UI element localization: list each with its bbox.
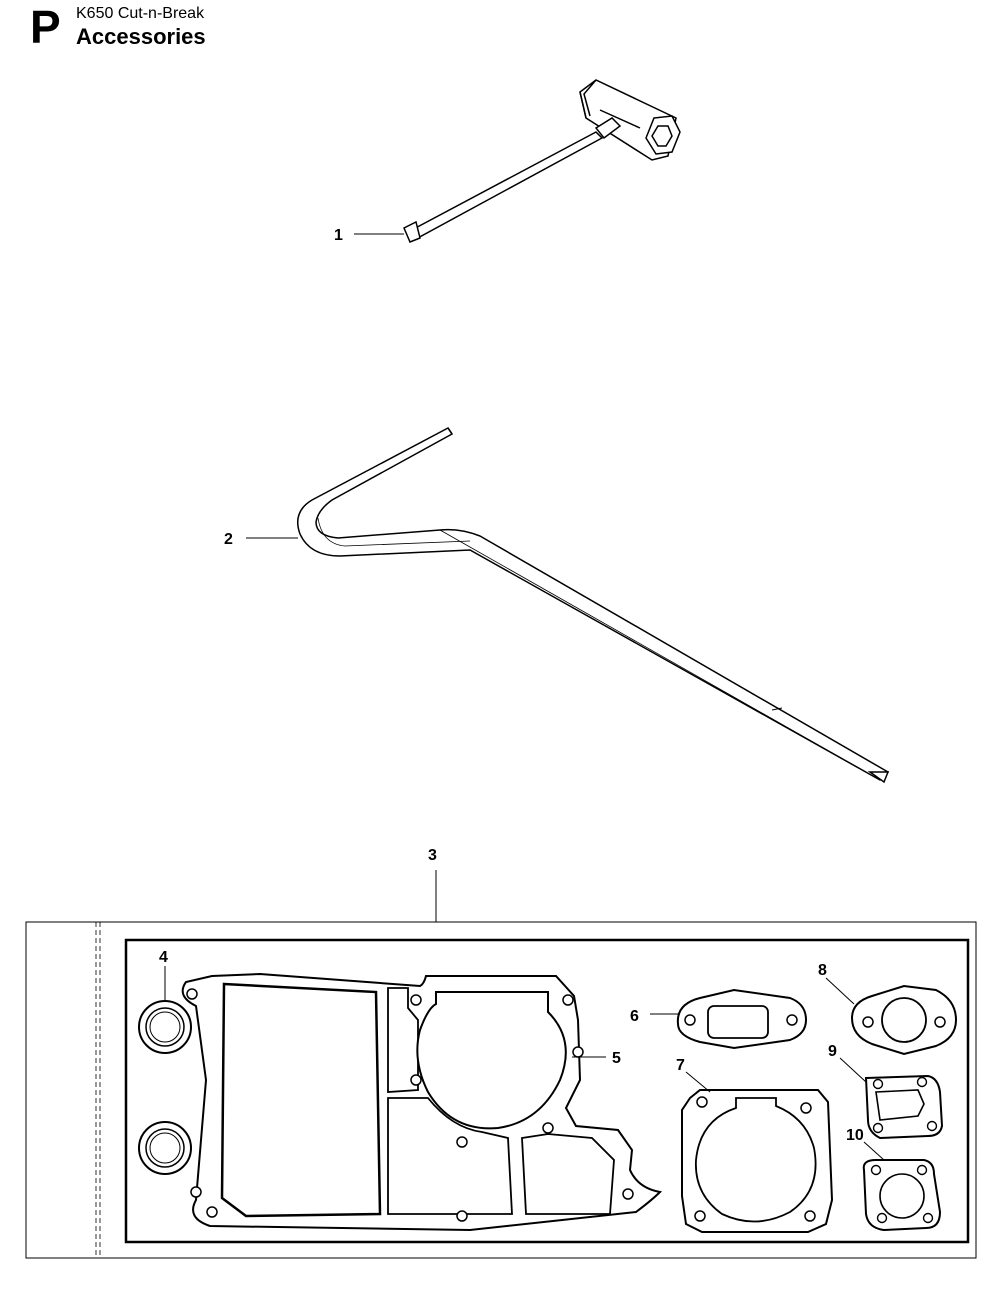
filter-gasket bbox=[862, 1159, 942, 1232]
cylinder-gasket bbox=[681, 1089, 834, 1233]
callout-7: 7 bbox=[676, 1057, 685, 1074]
callout-1: 1 bbox=[334, 227, 343, 244]
callout-10: 10 bbox=[846, 1127, 864, 1144]
callout-leader-10 bbox=[863, 1141, 885, 1161]
breaking-bar bbox=[297, 427, 890, 784]
callout-5: 5 bbox=[612, 1050, 621, 1067]
callout-6: 6 bbox=[630, 1008, 639, 1025]
section-letter: P bbox=[30, 1, 61, 53]
crankcase-gasket bbox=[181, 972, 663, 1232]
combination-wrench bbox=[403, 79, 681, 243]
intake-gasket bbox=[850, 984, 958, 1056]
carburetor-gasket bbox=[864, 1074, 944, 1140]
callout-2: 2 bbox=[224, 531, 233, 548]
callout-leader-7 bbox=[685, 1071, 711, 1093]
callout-leader-8 bbox=[825, 977, 855, 1005]
callout-4: 4 bbox=[159, 949, 168, 966]
callout-8: 8 bbox=[818, 962, 827, 979]
callout-leader-9 bbox=[839, 1057, 867, 1083]
model-name: K650 Cut-n-Break bbox=[76, 5, 205, 22]
crankshaft-seals bbox=[138, 1000, 192, 1175]
callout-3: 3 bbox=[428, 847, 437, 864]
exhaust-gasket bbox=[676, 988, 808, 1050]
page-title: Accessories bbox=[76, 24, 206, 49]
callout-9: 9 bbox=[828, 1043, 837, 1060]
